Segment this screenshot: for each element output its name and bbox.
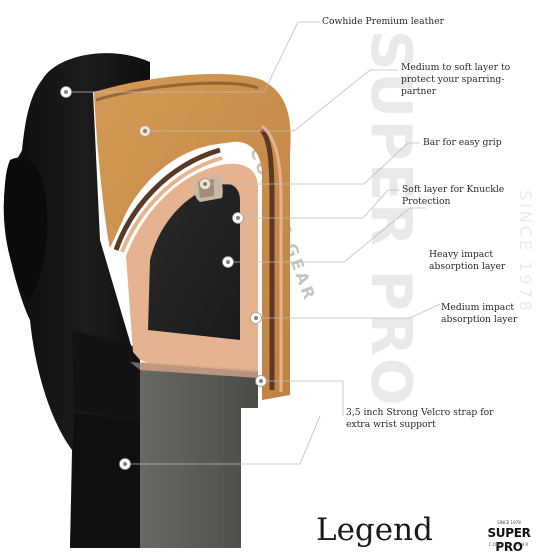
callout-velcro-strap: 3,5 inch Strong Velcro strap for extra w… (346, 407, 494, 430)
glove-thumb (3, 157, 48, 300)
callout-lines (66, 21, 441, 465)
callout-markers (60, 86, 267, 470)
glove-cuff (72, 330, 140, 420)
brand-since: SINCE 1978 (497, 520, 521, 525)
layer-dark-stripe (95, 81, 259, 102)
product-name: Legend (316, 512, 433, 548)
callout-leather: Cowhide Premium leather (322, 16, 445, 27)
callout-medium-impact: Medium impact absorption layer (441, 302, 518, 325)
callout-heavy-impact: Heavy impact absorption layer (429, 249, 506, 272)
callout-grip-bar: Bar for easy grip (423, 137, 502, 148)
brand-logo: SINCE 1978 SUPER PRO COMBAT GEAR (478, 520, 540, 554)
watermark-brand: SUPER PRO (358, 30, 423, 408)
velcro-strap (130, 362, 258, 548)
callout-knuckle: Soft layer for Knuckle Protection (402, 184, 505, 207)
callout-soft-layer: Medium to soft layer to protect your spa… (401, 62, 511, 97)
watermark-since: SINCE 1978 (516, 190, 535, 314)
leather-layer (94, 73, 291, 400)
hand-cavity (148, 183, 240, 340)
brand-sub: COMBAT GEAR (488, 542, 530, 547)
brand-name: SUPER PRO (487, 526, 531, 554)
